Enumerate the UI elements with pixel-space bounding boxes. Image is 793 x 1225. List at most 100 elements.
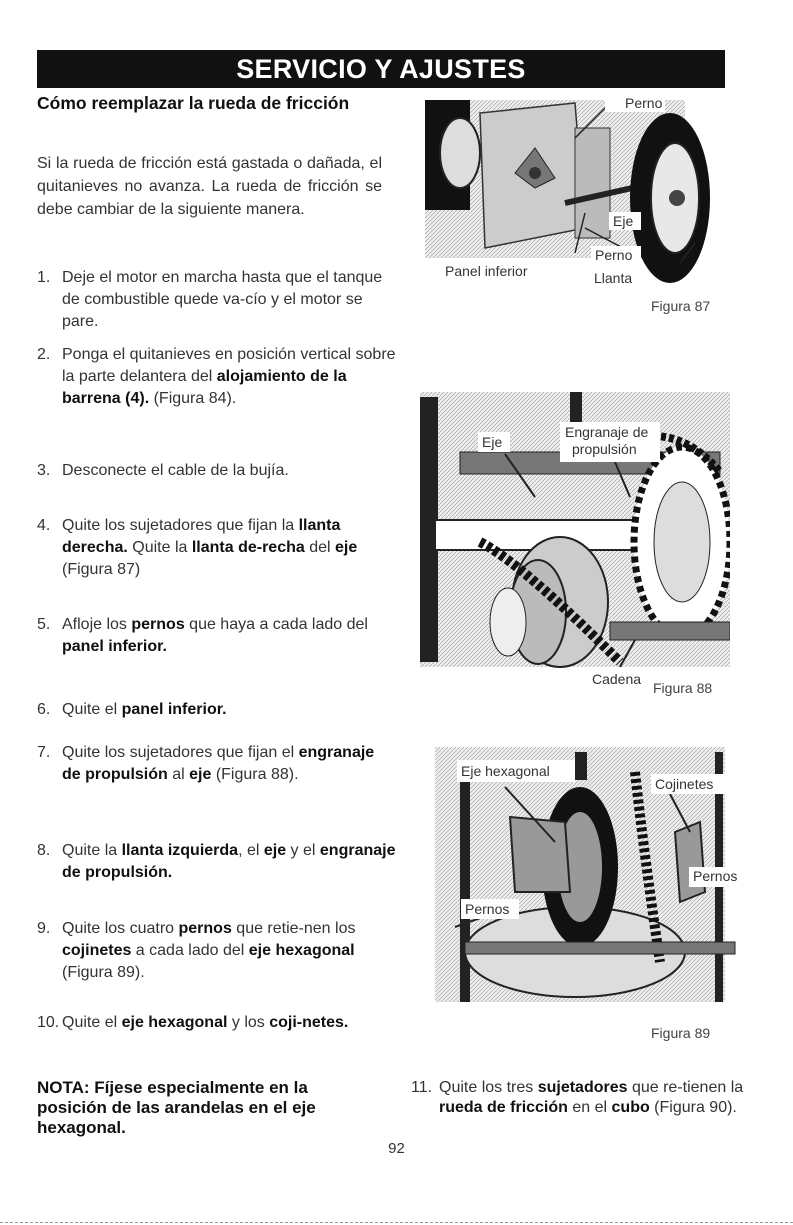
fig88-label-cadena: Cadena — [592, 671, 641, 687]
step-11-bold-term: cubo — [611, 1099, 650, 1116]
step-5-bold-term: pernos — [131, 616, 185, 633]
step-9-text-run: Quite los cuatro — [62, 920, 179, 937]
fig87-label-llanta: Llanta — [594, 270, 632, 286]
step-4-text: Quite los sujetadores que fijan la llant… — [62, 515, 397, 581]
step-2-text-run: Ponga el quitanieves en posición vertica… — [62, 346, 396, 385]
step-7-bold-term: engranaje de propulsión — [62, 744, 375, 783]
step-6-bold-term: panel inferior. — [121, 701, 227, 718]
step-10-number: 10. — [37, 1014, 60, 1031]
figure-88-svg: Eje Engranaje de propulsión Cadena — [420, 392, 730, 687]
step-9-text-run: que retie-nen los — [231, 920, 356, 937]
step-6-number: 6. — [37, 701, 51, 718]
intro-paragraph: Si la rueda de fricción está gastada o d… — [37, 155, 382, 218]
step-3-text-run: Desconecte el cable de la bujía. — [62, 462, 289, 479]
step-9-bold-term: pernos — [178, 920, 232, 937]
step-7-text: Quite los sujetadores que fijan el engra… — [62, 742, 397, 786]
step-5-text-run: que haya a cada lado del — [184, 616, 368, 633]
figure-89-caption: Figura 89 — [651, 1025, 711, 1041]
step-1-number: 1. — [37, 269, 51, 286]
step-11: 11. Quite los tres sujetadores que re-tie… — [411, 1078, 751, 1118]
step-4-text-run: Quite la — [127, 539, 192, 556]
fig89-label-cojinetes: Cojinetes — [655, 776, 713, 792]
step-6-text-run: Quite el — [62, 701, 122, 718]
step-7-text-run: (Figura 88). — [211, 766, 299, 783]
step-2-text-run: (Figura 84). — [149, 390, 237, 407]
step-11-text-run: Quite los tres — [439, 1079, 538, 1096]
note-washers: NOTA: Fíjese especialmente en la posició… — [37, 1078, 316, 1137]
step-7-bold-term: eje — [189, 766, 212, 783]
figure-89-illustration: Eje hexagonal Cojinetes Pernos Pernos — [425, 742, 745, 1012]
figure-89-svg: Eje hexagonal Cojinetes Pernos Pernos — [435, 747, 745, 1002]
step-9-text-run: a cada lado del — [131, 942, 249, 959]
step-8-number: 8. — [37, 842, 51, 859]
step-5-text: Afloje los pernos que haya a cada lado d… — [62, 614, 397, 658]
fig88-label-engranaje-2: propulsión — [572, 441, 637, 457]
step-8-text-run: Quite la — [62, 842, 122, 859]
step-11-bold-term: rueda de fricción — [439, 1099, 568, 1116]
step-8-text-run: , el — [238, 842, 264, 859]
step-5-number: 5. — [37, 616, 51, 633]
step-9: 9. Quite los cuatro pernos que retie-nen … — [37, 918, 397, 984]
fig89-label-pernos-right: Pernos — [693, 868, 737, 884]
fig87-label-eje: Eje — [613, 213, 633, 229]
step-9-text-run: (Figura 89). — [62, 964, 145, 981]
step-4: 4. Quite los sujetadores que fijan la lla… — [37, 515, 397, 581]
bottom-divider — [0, 1222, 793, 1223]
fig87-label-perno-top: Perno — [625, 98, 663, 111]
step-8-bold-term: llanta izquierda — [121, 842, 239, 859]
step-4-number: 4. — [37, 517, 51, 534]
fig87-label-perno-bottom: Perno — [595, 247, 633, 263]
figure-88-illustration: Eje Engranaje de propulsión Cadena — [420, 392, 730, 692]
step-4-bold-term: eje — [335, 539, 358, 556]
step-10-text: Quite el eje hexagonal y los coji-netes. — [62, 1012, 397, 1034]
step-1: 1. Deje el motor en marcha hasta que el t… — [37, 267, 397, 333]
step-8-text-run: y el — [286, 842, 320, 859]
step-2-bold-term: alojamiento de la barrena (4). — [62, 368, 347, 407]
figure-87-svg: Perno Eje Perno Panel inferior Llanta — [425, 98, 710, 286]
figure-88-caption: Figura 88 — [653, 680, 713, 696]
fig89-label-eje-hexagonal: Eje hexagonal — [461, 763, 550, 779]
step-11-text-run: en el — [567, 1099, 612, 1116]
step-5-bold-term: panel inferior. — [62, 638, 167, 655]
figure-87-illustration: Perno Eje Perno Panel inferior Llanta — [425, 98, 735, 288]
step-5-text-run: Afloje los — [62, 616, 132, 633]
step-3: 3. Desconecte el cable de la bujía. — [37, 460, 397, 482]
fig89-hex-shaft — [464, 941, 736, 955]
step-9-number: 9. — [37, 920, 51, 937]
step-4-bold-term: llanta derecha. — [62, 517, 341, 556]
fig87-label-panel-inferior: Panel inferior — [445, 263, 528, 279]
step-9-bold-term: cojinetes — [62, 942, 132, 959]
step-11-text-run: que re-tienen la — [627, 1079, 744, 1096]
step-2-text: Ponga el quitanieves en posición vertica… — [62, 344, 397, 410]
step-8-bold-term: engranaje de propulsión. — [62, 842, 396, 881]
step-8-text: Quite la llanta izquierda, el eje y el e… — [62, 840, 397, 884]
step-5: 5. Afloje los pernos que haya a cada lado… — [37, 614, 397, 658]
step-11-text: Quite los tres sujetadores que re-tienen… — [439, 1078, 751, 1118]
fig88-label-eje: Eje — [482, 434, 502, 450]
step-3-text: Desconecte el cable de la bujía. — [62, 460, 397, 482]
fig89-bearing-right — [673, 820, 707, 904]
step-9-bold-term: eje hexagonal — [248, 942, 355, 959]
step-11-number: 11. — [411, 1079, 433, 1096]
step-7: 7. Quite los sujetadores que fijan el eng… — [37, 742, 397, 786]
step-11-bold-term: sujetadores — [537, 1079, 628, 1096]
step-1-text: Deje el motor en marcha hasta que el tan… — [62, 267, 397, 333]
step-10: 10.Quite el eje hexagonal y los coji-net… — [37, 1012, 397, 1034]
page-number: 92 — [388, 1140, 405, 1157]
step-7-number: 7. — [37, 744, 51, 761]
step-7-text-run: Quite los sujetadores que fijan el — [62, 744, 299, 761]
step-10-text-run: Quite el — [62, 1014, 122, 1031]
step-10-text-run: y los — [227, 1014, 270, 1031]
step-4-bold-term: llanta de-recha — [191, 539, 305, 556]
step-9-text: Quite los cuatro pernos que retie-nen lo… — [62, 918, 397, 984]
step-6-text: Quite el panel inferior. — [62, 699, 397, 721]
step-8: 8. Quite la llanta izquierda, el eje y el… — [37, 840, 397, 884]
fig88-chain — [477, 537, 624, 666]
figure-87-caption: Figura 87 — [651, 298, 711, 314]
section-title: Cómo reemplazar la rueda de fricción — [37, 93, 350, 113]
step-10-bold-term: coji-netes. — [269, 1014, 349, 1031]
step-3-number: 3. — [37, 462, 51, 479]
step-6: 6. Quite el panel inferior. — [37, 699, 397, 721]
fig89-label-pernos-left: Pernos — [465, 901, 509, 917]
step-7-text-run: al — [167, 766, 190, 783]
